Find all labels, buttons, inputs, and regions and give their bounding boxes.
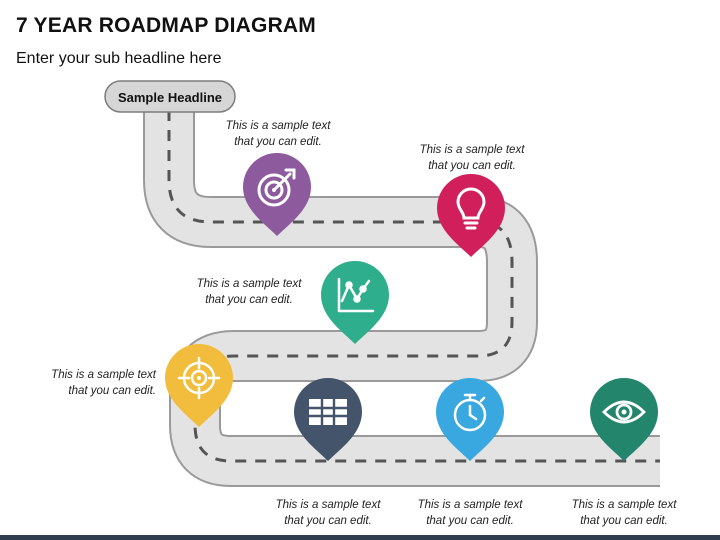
milestone-pin-2[interactable] xyxy=(437,174,505,257)
milestone-label-4-line-1: This is a sample text xyxy=(51,369,156,381)
milestone-label-3-line-1: This is a sample text xyxy=(196,278,302,290)
stopwatch-icon xyxy=(453,393,487,432)
milestone-label-3-line-2: that you can edit. xyxy=(205,294,293,306)
milestone-label-5-line-1: This is a sample text xyxy=(275,499,381,511)
milestone-label-3: This is a sample text that you can edit. xyxy=(189,276,309,308)
line-chart-icon xyxy=(337,277,375,313)
milestone-label-2-line-1: This is a sample text xyxy=(419,144,525,156)
milestone-label-2: This is a sample text that you can edit. xyxy=(412,142,532,174)
milestone-pin-3[interactable] xyxy=(321,261,389,344)
bottom-accent-bar xyxy=(0,535,720,540)
start-headline[interactable]: Sample Headline xyxy=(104,80,236,113)
table-grid-icon xyxy=(309,399,347,425)
page-subtitle: Enter your sub headline here xyxy=(16,50,222,67)
eye-icon xyxy=(602,400,646,424)
milestone-pin-6[interactable] xyxy=(436,378,504,461)
milestone-pin-1[interactable] xyxy=(243,153,311,236)
start-pill-label: Sample Headline xyxy=(118,90,222,105)
milestone-label-5: This is a sample text that you can edit. xyxy=(267,497,389,529)
milestone-label-1-line-2: that you can edit. xyxy=(234,136,322,148)
milestone-label-5-line-2: that you can edit. xyxy=(284,515,372,527)
milestone-label-6-line-2: that you can edit. xyxy=(426,515,514,527)
milestone-label-1-line-1: This is a sample text xyxy=(225,120,331,132)
milestone-label-6: This is a sample text that you can edit. xyxy=(409,497,531,529)
milestone-label-7-line-2: that you can edit. xyxy=(580,515,668,527)
milestone-label-4-line-2: that you can edit. xyxy=(68,385,156,397)
milestone-label-6-line-1: This is a sample text xyxy=(417,499,523,511)
milestone-pin-5[interactable] xyxy=(294,378,362,461)
lightbulb-icon xyxy=(456,187,486,230)
milestone-pin-4[interactable] xyxy=(165,344,233,427)
milestone-label-1: This is a sample text that you can edit. xyxy=(218,118,338,150)
page-title: 7 YEAR ROADMAP DIAGRAM xyxy=(16,14,316,37)
milestone-label-7-line-1: This is a sample text xyxy=(571,499,677,511)
milestone-label-2-line-2: that you can edit. xyxy=(428,160,516,172)
pin-shape xyxy=(437,174,505,257)
milestone-label-4: This is a sample text that you can edit. xyxy=(36,367,156,399)
milestone-label-7: This is a sample text that you can edit. xyxy=(563,497,685,529)
start-pill xyxy=(104,80,236,113)
milestone-pin-7[interactable] xyxy=(590,378,658,461)
pin-shape xyxy=(436,378,504,461)
target-arrow-icon xyxy=(257,168,296,207)
crosshair-icon xyxy=(177,356,221,400)
